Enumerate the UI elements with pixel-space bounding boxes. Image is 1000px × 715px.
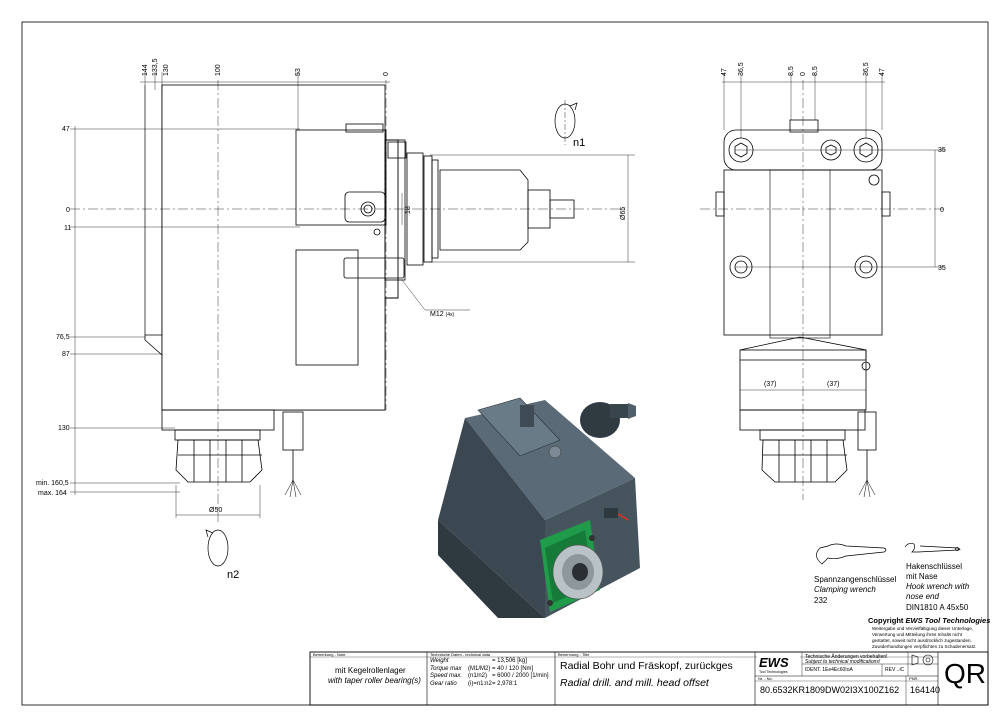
dim-130-left: 130 [58, 425, 70, 432]
part-number: 80.6532KR1809DW02I3X100Z162 [760, 685, 900, 695]
side-dim-0: 0 [800, 72, 807, 76]
tech-data-header: Technische Daten - technical data [430, 652, 491, 657]
side-dim-47-left: 47 [721, 68, 728, 76]
dim-133-5: 133,5 [152, 58, 159, 76]
hook-wrench-label-de-1: Hakenschlüssel [906, 562, 962, 571]
dim-76-5: 76,5 [56, 334, 70, 341]
qr-label: QR [944, 658, 986, 689]
hook-wrench-label-en-1: Hook wrench with [906, 582, 970, 591]
collet-diameter-label: Ø50 [209, 507, 222, 514]
rotation-n1-label: n1 [573, 137, 585, 149]
remark-de: mit Kegelrollenlager [335, 666, 406, 675]
dim-11: 11 [64, 225, 71, 232]
title-block [309, 651, 989, 706]
side-dim-35-top: 35 [938, 147, 946, 154]
clamping-wrench-icon [816, 543, 887, 565]
sheet-number-header: PNR. [909, 676, 919, 681]
remark-header: Bemerkung - Note [313, 652, 346, 657]
tech-row-gear-ratio: Gear ratio(i)=n1:n2= 2,978:1 [430, 680, 518, 687]
hook-wrench-icon [904, 543, 961, 553]
thread-note: M12 (4x) [430, 311, 455, 318]
bore-diameter-label: Ø65 [620, 207, 627, 220]
side-dim-8-5-right: 8,5 [812, 66, 819, 76]
dim-144: 144 [142, 64, 149, 76]
side-dim-36-5-left: 36,5 [738, 62, 745, 76]
copyright-title: Copyright EWS Tool Technologies [868, 616, 990, 625]
title-header: Benennung - Title [558, 652, 590, 657]
change-note-de: Technische Änderungen vorbehalten! [805, 654, 888, 660]
dim-max-164: max. 164 [38, 490, 67, 497]
remark-en: with taper roller bearing(s) [328, 676, 421, 685]
clamping-wrench-label-en: Clamping wrench [814, 585, 876, 594]
rotation-n2-label: n2 [227, 569, 239, 581]
hook-wrench-label-en-2: nose end [906, 592, 939, 601]
side-view-dimensions: 47 36,5 8,5 0 8,5 36,5 47 35 0 35 (37) (… [721, 62, 946, 388]
copyright-line-2: Verwertung und Mitteilung ihres Inhalts … [872, 632, 963, 637]
dim-47: 47 [62, 126, 70, 133]
svg-text:Tool Technologies: Tool Technologies [759, 670, 788, 674]
dim-87: 87 [62, 351, 70, 358]
side-dim-37-left: (37) [764, 381, 776, 388]
tech-row-torque: Torque max(M1/M2)= 40 / 120 [Nm] [430, 665, 534, 672]
front-view [70, 72, 635, 567]
change-note-en: Subject to technical modifications! [805, 659, 881, 665]
front-view-top-dimensions: 144 133,5 130 100 53 0 [142, 58, 390, 76]
isometric-render [438, 397, 640, 618]
side-dim-8-5-left: 8,5 [788, 66, 795, 76]
side-dim-47-right: 47 [879, 68, 886, 76]
dim-0-top: 0 [383, 72, 390, 76]
dim-0-left: 0 [66, 207, 70, 214]
copyright-block: Copyright EWS Tool Technologies Weiterga… [868, 616, 990, 649]
copyright-line-3: gestattet, soweit nicht ausdrücklich zug… [872, 638, 972, 643]
tech-row-weight: Weight= 13,506 [kg] [430, 658, 527, 664]
clamping-wrench-label-de: Spannzangenschlüssel [814, 575, 897, 584]
clamping-wrench-size: 232 [814, 596, 828, 605]
svg-text:EWS: EWS [759, 655, 789, 670]
wrench-labels: Spannzangenschlüssel Clamping wrench 232… [814, 562, 970, 612]
shaft-dimension-label: 18 [405, 206, 412, 214]
ews-logo: EWS Tool Technologies [757, 654, 800, 674]
hook-wrench-standard: DIN1810 A 45x50 [906, 603, 969, 612]
tech-row-speed: Speed max.(n1/n2)= 6000 / 2000 [1/min] [430, 673, 549, 679]
dim-min-160-5: min. 160,5 [36, 480, 69, 487]
side-dim-0-right: 0 [940, 207, 944, 214]
side-dim-37-right: (37) [827, 381, 839, 388]
sheet-number: 164140 [910, 685, 941, 695]
drawing-title-en: Radial drill. and mill. head offset [560, 677, 709, 689]
front-view-left-dimensions: 47 0 11 76,5 87 130 min. 160,5 max. 164 [36, 126, 71, 497]
dim-53: 53 [295, 68, 302, 76]
side-view [700, 74, 945, 500]
hook-wrench-label-de-2: mit Nase [906, 572, 938, 581]
drawing-title-de: Radial Bohr und Fräskopf, zurückges [560, 660, 733, 672]
side-dim-35-bottom: 35 [938, 265, 946, 272]
projection-symbol-icon [911, 654, 934, 666]
revision-field: REV ..iC [885, 667, 905, 673]
part-number-header: Nr. - No. [758, 676, 773, 681]
tech-data-table: Weight= 13,506 [kg] Torque max(M1/M2)= 4… [430, 658, 554, 688]
dim-100: 100 [215, 64, 222, 76]
ident-field: IDENT. 1Ee4Ec60IoA [805, 667, 853, 673]
side-dim-36-5-right: 36,5 [863, 62, 870, 76]
copyright-line-4: Zuwiderhandlungen verpflichten zu Schade… [872, 644, 976, 649]
copyright-line-1: Weitergabe und Vervielfältigung dieser U… [872, 626, 973, 631]
dim-130: 130 [163, 64, 170, 76]
